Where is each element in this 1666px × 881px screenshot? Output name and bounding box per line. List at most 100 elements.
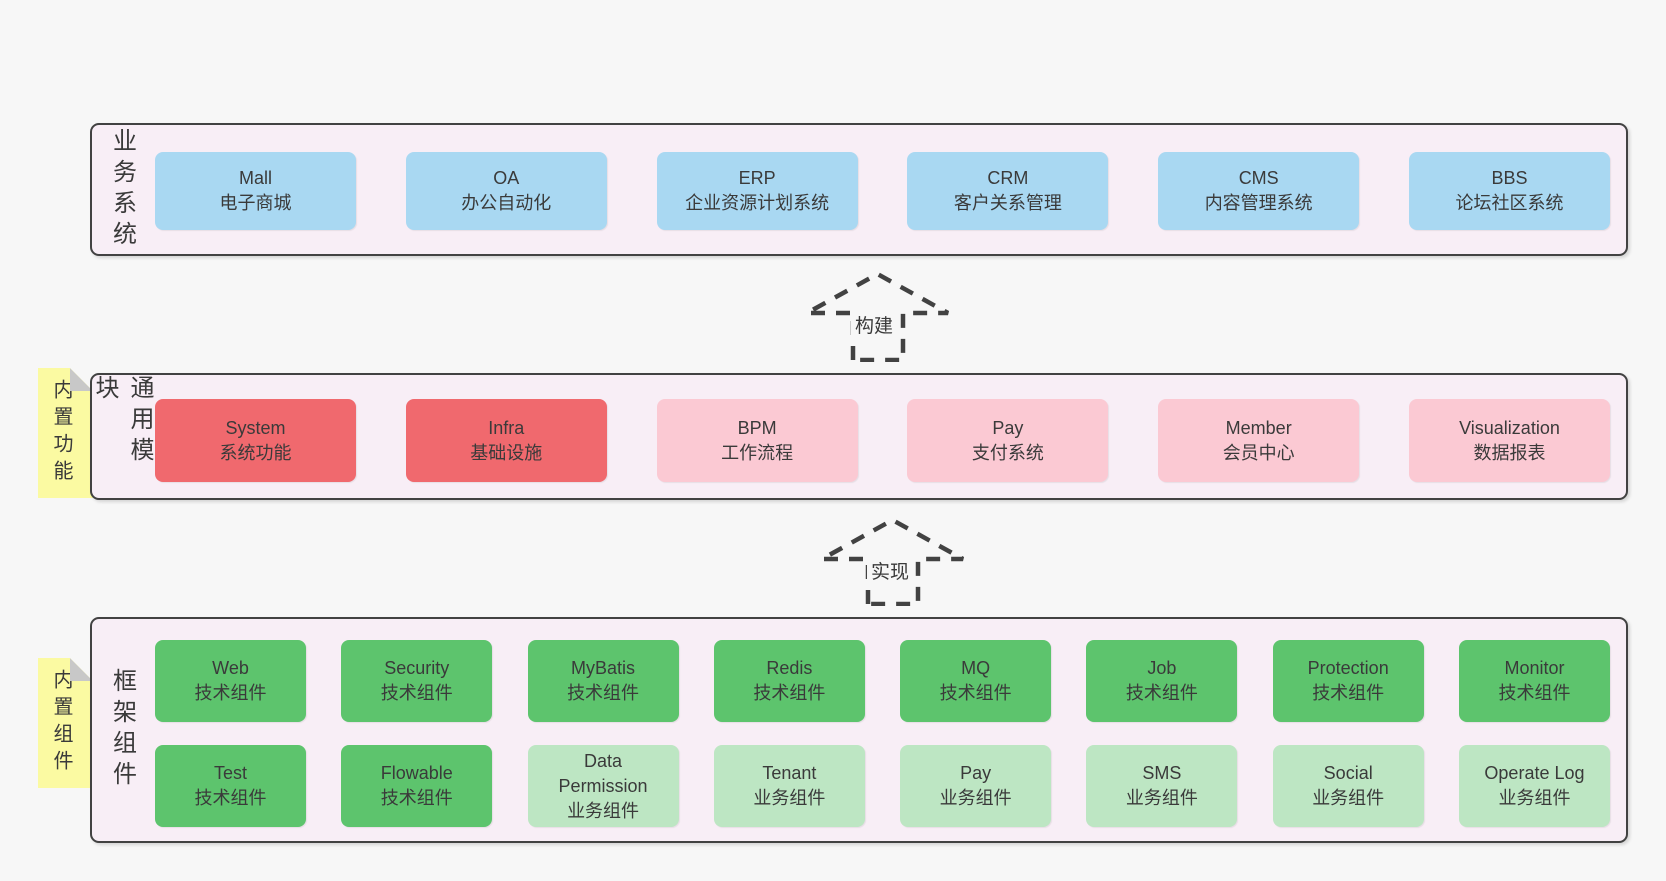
- box-subtitle: 技术组件: [380, 683, 453, 703]
- module-box-data-permission: Data Permission 业务组件: [527, 745, 679, 827]
- box-title: Security: [384, 658, 450, 678]
- box-title: Pay: [992, 417, 1024, 438]
- box-title: Web: [212, 658, 249, 678]
- box-title: Protection: [1307, 658, 1389, 678]
- module-box-pay: Pay 支付系统: [907, 399, 1109, 482]
- module-box-system: System 系统功能: [155, 399, 356, 482]
- panel-common-modules: 通用模块 System 系统功能 Infra 基础设施 BPM 工作流程 Pay 支付系统 Me…: [90, 373, 1628, 500]
- box-title: Visualization: [1459, 417, 1560, 438]
- implement-arrow-icon: [820, 517, 965, 611]
- box-title: CRM: [987, 168, 1029, 188]
- module-box-monitor: Monitor 技术组件: [1458, 640, 1610, 722]
- box-subtitle: 业务组件: [1312, 788, 1385, 808]
- box-subtitle: 数据报表: [1473, 442, 1546, 463]
- box-title: Mall: [238, 168, 272, 188]
- box-subtitle: 论坛社区系统: [1455, 193, 1564, 213]
- box-subtitle: 业务组件: [1498, 788, 1571, 808]
- module-box-mq: MQ 技术组件: [900, 640, 1052, 722]
- module-box-redis: Redis 技术组件: [713, 640, 865, 722]
- panel-label-framework-components: 框架组件: [108, 668, 136, 792]
- box-subtitle: 技术组件: [939, 683, 1012, 703]
- box-title: Test: [213, 763, 247, 783]
- sticky-note-label: 内置组件: [50, 669, 72, 777]
- module-box-flowable: Flowable 技术组件: [341, 745, 493, 827]
- module-box-sms: SMS 业务组件: [1086, 745, 1238, 827]
- module-box-erp: ERP 企业资源计划系统: [656, 152, 858, 230]
- box-subtitle: 办公自动化: [461, 193, 552, 213]
- box-subtitle: 会员中心: [1222, 442, 1295, 463]
- box-title: MyBatis: [571, 658, 636, 678]
- build-arrow-icon: [805, 271, 950, 367]
- module-box-oa: OA 办公自动化: [405, 152, 607, 230]
- box-subtitle: 企业资源计划系统: [685, 193, 830, 213]
- box-subtitle: 业务组件: [1125, 788, 1198, 808]
- box-subtitle: 技术组件: [194, 788, 267, 808]
- box-title: SMS: [1142, 763, 1182, 783]
- box-title: Tenant: [762, 763, 817, 783]
- module-box-protection: Protection 技术组件: [1272, 640, 1424, 722]
- box-title: Operate Log: [1484, 763, 1585, 783]
- module-box-infra: Infra 基础设施: [405, 399, 607, 482]
- module-box-visualization: Visualization 数据报表: [1408, 399, 1610, 482]
- module-box-operate-log: Operate Log 业务组件: [1458, 745, 1610, 827]
- box-subtitle: 技术组件: [753, 683, 826, 703]
- panel-label-common-modules: 通用模块: [91, 375, 153, 468]
- box-title: MQ: [961, 658, 991, 678]
- box-subtitle: 工作流程: [721, 442, 794, 463]
- box-subtitle: 电子商城: [219, 193, 292, 213]
- box-title: OA: [493, 168, 520, 188]
- module-box-bpm: BPM 工作流程: [656, 399, 858, 482]
- module-box-tenant: Tenant 业务组件: [713, 745, 865, 827]
- box-subtitle: 技术组件: [1312, 683, 1385, 703]
- module-box-web: Web 技术组件: [155, 640, 306, 722]
- box-subtitle: 业务组件: [939, 788, 1012, 808]
- box-title: Member: [1225, 417, 1292, 438]
- module-box-bbs: BBS 论坛社区系统: [1408, 152, 1610, 230]
- sticky-note-builtin-components: 内置组件: [38, 658, 93, 788]
- box-title: Data Permission: [558, 750, 648, 796]
- box-title: Monitor: [1504, 658, 1565, 678]
- box-title: Infra: [488, 417, 525, 438]
- box-title: BPM: [737, 417, 777, 438]
- box-subtitle: 内容管理系统: [1204, 193, 1313, 213]
- box-subtitle: 技术组件: [194, 683, 267, 703]
- build-arrow-label: 构建: [851, 310, 898, 339]
- module-box-mall: Mall 电子商城: [155, 152, 356, 230]
- box-title: ERP: [738, 168, 776, 188]
- box-subtitle: 客户关系管理: [953, 193, 1062, 213]
- box-subtitle: 技术组件: [1125, 683, 1198, 703]
- box-subtitle: 基础设施: [470, 442, 543, 463]
- common-modules-row: System 系统功能 Infra 基础设施 BPM 工作流程 Pay 支付系统 Member 会…: [155, 399, 1610, 482]
- box-subtitle: 支付系统: [971, 442, 1044, 463]
- box-title: Pay: [960, 763, 992, 783]
- box-subtitle: 技术组件: [567, 683, 640, 703]
- box-title: System: [225, 417, 286, 438]
- box-subtitle: 技术组件: [1498, 683, 1571, 703]
- box-title: CMS: [1238, 168, 1279, 188]
- module-box-pay: Pay 业务组件: [900, 745, 1052, 827]
- box-subtitle: 系统功能: [219, 442, 292, 463]
- box-subtitle: 技术组件: [380, 788, 453, 808]
- box-title: Job: [1147, 658, 1177, 678]
- box-title: Redis: [766, 658, 813, 678]
- module-box-mybatis: MyBatis 技术组件: [527, 640, 679, 722]
- module-box-security: Security 技术组件: [341, 640, 493, 722]
- sticky-note-label: 内置功能: [50, 379, 72, 487]
- module-box-job: Job 技术组件: [1086, 640, 1238, 722]
- business-systems-row: Mall 电子商城 OA 办公自动化 ERP 企业资源计划系统 CRM 客户关系管理 CMS 内容…: [155, 152, 1610, 230]
- module-box-crm: CRM 客户关系管理: [907, 152, 1109, 230]
- sticky-note-builtin-features: 内置功能: [38, 368, 93, 498]
- module-box-cms: CMS 内容管理系统: [1158, 152, 1360, 230]
- box-subtitle: 业务组件: [567, 800, 640, 821]
- box-title: BBS: [1491, 168, 1528, 188]
- box-title: Flowable: [380, 763, 453, 783]
- module-box-test: Test 技术组件: [155, 745, 306, 827]
- box-subtitle: 业务组件: [753, 788, 826, 808]
- module-box-member: Member 会员中心: [1158, 399, 1360, 482]
